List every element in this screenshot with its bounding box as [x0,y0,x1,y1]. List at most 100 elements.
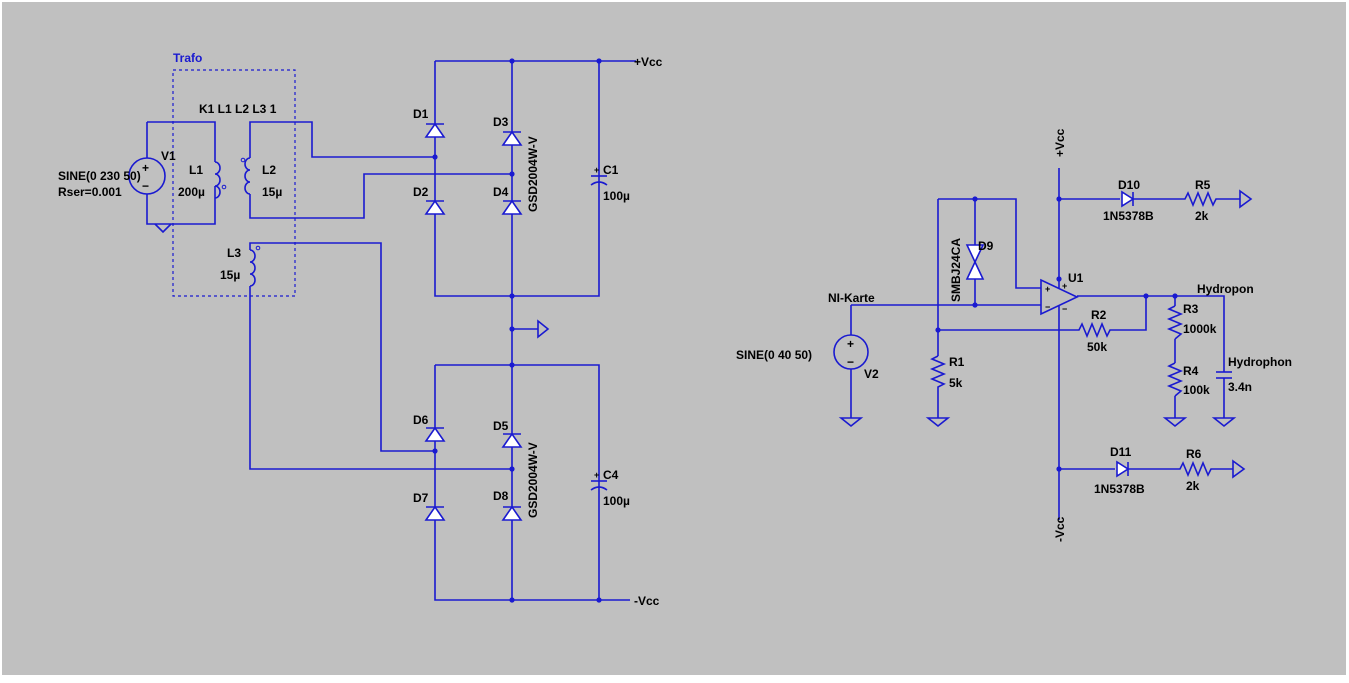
v1-label: V1 [161,149,176,163]
d2-diode-icon [424,199,446,215]
d10-part: 1N5378B [1103,209,1154,223]
l1-dot [221,184,227,190]
v2-minus: − [847,355,854,369]
r4-resistor-icon [1166,362,1184,397]
junction-dot [509,171,515,177]
d10-label: D10 [1118,178,1140,192]
r3-label: R3 [1183,302,1199,316]
d8-diode-icon [501,505,523,521]
u1-plus-input: + [1045,284,1050,294]
vcc-neg-bottom-label: -Vcc [634,594,660,608]
d9-part: SMBJ24CA [949,238,963,302]
v1-voltage-source: + − V1 SINE(0 230 50) Rser=0.001 [58,121,216,234]
c4-plate-bottom [590,486,608,491]
top-bridge-rectifier: +Vcc D1 D2 D3 D4 GSD2004W-V + C1 100µ [413,55,663,365]
l2-dot [240,157,246,163]
d5-diode-icon [501,432,523,448]
r6-value: 2k [1186,479,1200,493]
r6-ground-icon [1232,459,1246,479]
hydrophon-cap-value: 3.4n [1228,380,1252,394]
l3-value: 15µ [220,268,240,282]
r4-ground-icon [1162,417,1188,428]
d11-diode-icon [1116,460,1130,478]
v2-spec: SINE(0 40 50) [736,348,812,362]
vcc-neg-right-label: -Vcc [1053,516,1067,542]
l2-value: 15µ [262,185,282,199]
top-bridge-wires [434,60,630,365]
amplifier-section: +Vcc -Vcc D10 1N5378B R5 2k D11 1N5378B … [736,128,1292,542]
ni-karte-label: NI-Karte [828,291,875,305]
bottom-bridge-part: GSD2004W-V [526,442,540,518]
junction-dot [596,58,602,64]
d4-diode-icon [501,199,523,215]
v1-wires [146,121,216,225]
junction-dot [1056,196,1062,202]
c1-plate-bottom [590,181,608,186]
junction-dot [1056,466,1062,472]
r5-ground-icon [1239,189,1253,209]
r2-value: 50k [1087,340,1107,354]
junction-dot [1143,293,1149,299]
v1-ground-icon [154,223,172,234]
junction-dot [509,362,515,368]
c4-value: 100µ [603,494,630,508]
bridge-ground-icon [537,319,550,339]
junction-dot [972,196,978,202]
v1-symbol [128,157,166,195]
d4-label: D4 [493,185,509,199]
l3-coil [249,249,256,287]
l3-inductor: L3 15µ [220,242,512,470]
junction-dot [1056,276,1062,282]
v2-symbol [833,334,869,370]
l2-coil [244,157,251,195]
junction-dot [509,326,515,332]
junction-dot [509,466,515,472]
hydrophon-label: Hydrophon [1228,355,1292,369]
r2-label: R2 [1091,308,1107,322]
d9-wires [937,198,1041,356]
r4-label: R4 [1183,364,1199,378]
top-bridge-part: GSD2004W-V [526,136,540,212]
junction-dot [596,597,602,603]
v1-spec: SINE(0 230 50) [58,169,141,183]
vcc-pos-top-label: +Vcc [634,55,663,69]
d8-label: D8 [493,489,509,503]
r1-resistor-icon [929,355,947,418]
d3-label: D3 [493,115,509,129]
hydrophon-ground-icon [1211,417,1237,428]
r4-value: 100k [1183,383,1210,397]
r5-resistor-icon [1133,190,1240,208]
d2-label: D2 [413,185,429,199]
d1-label: D1 [413,107,429,121]
r2-resistor-icon [938,296,1147,339]
v2-wires [850,304,1041,418]
l1-coil [214,161,221,199]
d5-label: D5 [493,419,509,433]
c4-plus: + [594,470,599,480]
r5-value: 2k [1195,209,1209,223]
l3-dot [255,245,261,251]
d11-label: D11 [1110,445,1132,459]
junction-dot [509,597,515,603]
junction-dot [935,327,941,333]
u1-minus-supply: − [1062,304,1067,314]
r1-ground-icon [925,417,951,428]
r3-value: 1000k [1183,322,1217,336]
junction-dot [509,293,515,299]
v1-rser: Rser=0.001 [58,185,122,199]
r5-label: R5 [1195,178,1211,192]
d10-diode-icon [1121,190,1135,208]
r6-label: R6 [1186,447,1202,461]
v1-plus: + [142,161,149,175]
r6-resistor-icon [1128,460,1233,478]
v2-plus: + [847,337,854,351]
trafo-dashed-box [172,69,296,297]
l1-value: 200µ [178,185,205,199]
l2-label: L2 [262,163,276,177]
d11-part: 1N5378B [1094,482,1145,496]
junction-dot [432,448,438,454]
u1-plus-supply: + [1062,281,1067,291]
junction-dot [509,58,515,64]
